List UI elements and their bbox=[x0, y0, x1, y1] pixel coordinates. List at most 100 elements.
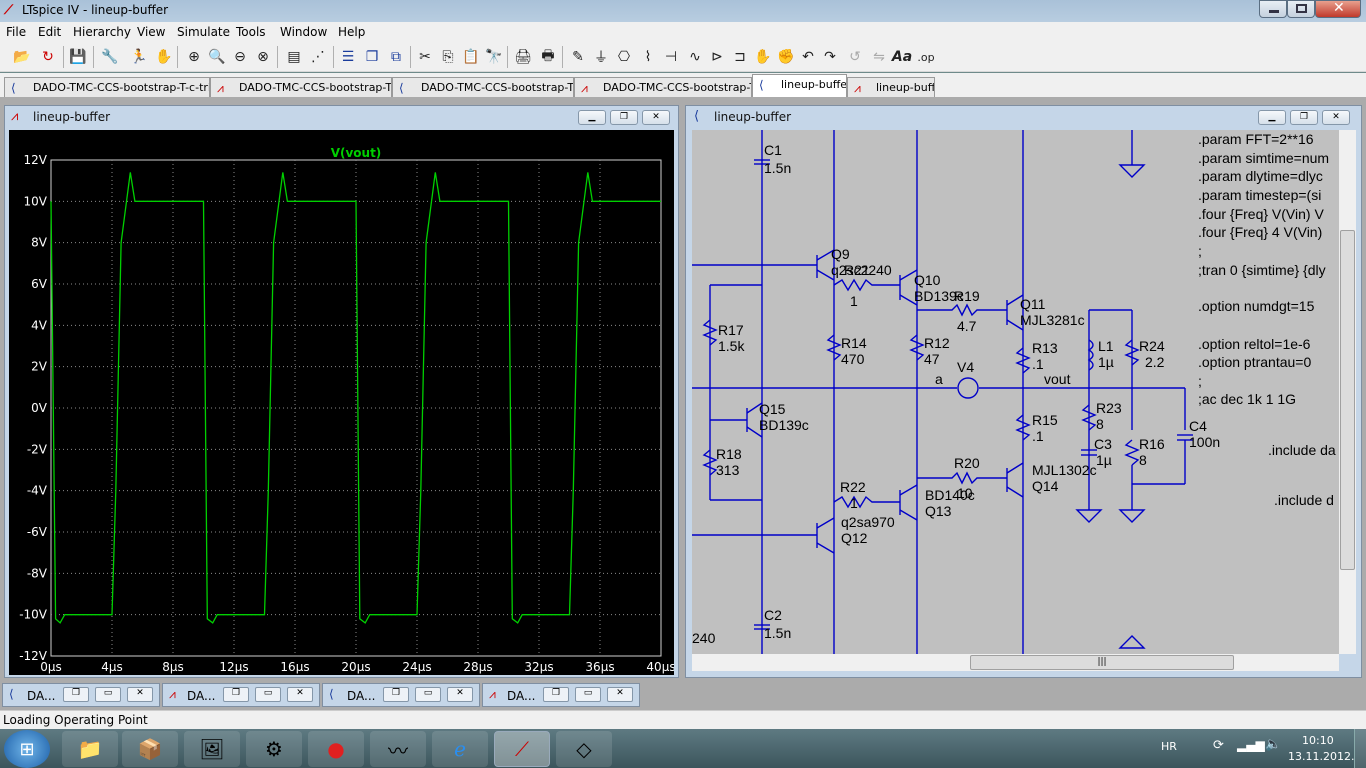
clock-time[interactable]: 10:10 bbox=[1302, 734, 1334, 747]
sync-icon[interactable]: ⟳ bbox=[1213, 738, 1224, 753]
pan-icon[interactable]: 🔍 bbox=[208, 49, 226, 65]
run-icon[interactable]: ↻ bbox=[42, 49, 54, 65]
app-taskbar-icon-4[interactable]: ⚙ bbox=[246, 731, 302, 767]
tab-lineup-buffer-waveform[interactable]: ⩘lineup-buffer bbox=[847, 77, 935, 97]
network-icon[interactable]: ▂▄▆ bbox=[1237, 738, 1265, 752]
close-icon[interactable]: ✕ bbox=[607, 687, 633, 702]
close-icon[interactable]: ✕ bbox=[287, 687, 313, 702]
restore-icon[interactable]: ❐ bbox=[223, 687, 249, 702]
inductor-icon[interactable]: ∿ bbox=[689, 49, 701, 65]
schematic-canvas[interactable]: C1 1.5n Q9 q2sc2240 R21 1 Q10 BD139c R19… bbox=[692, 130, 1339, 654]
menu-file[interactable]: File bbox=[6, 25, 27, 39]
open-icon[interactable]: 📂 bbox=[13, 49, 31, 65]
maximize-icon[interactable]: ▭ bbox=[575, 687, 601, 702]
maximize-button[interactable] bbox=[1287, 0, 1315, 18]
halt-icon[interactable]: ✋ bbox=[155, 49, 173, 65]
ltspice-taskbar-icon[interactable]: ⟋ bbox=[494, 731, 550, 767]
language-indicator[interactable]: HR bbox=[1161, 740, 1177, 753]
mirror-icon[interactable]: ⇋ bbox=[873, 49, 885, 65]
tab-dado-d-waveform[interactable]: ⩘DADO-TMC-CCS-bootstrap-T-d bbox=[210, 77, 392, 97]
menu-tools[interactable]: Tools bbox=[236, 25, 266, 39]
minimized-window-4[interactable]: ⩘ DA... ❐ ▭ ✕ bbox=[482, 683, 640, 707]
close-icon[interactable]: ✕ bbox=[447, 687, 473, 702]
paste-icon[interactable]: 📋 bbox=[462, 49, 480, 65]
scroll-thumb[interactable]: ||| bbox=[970, 655, 1234, 670]
app-taskbar-icon-9[interactable]: ◇ bbox=[556, 731, 612, 767]
plot-restore-button[interactable]: ❐ bbox=[610, 110, 638, 125]
minimized-window-3[interactable]: ⟨ DA... ❐ ▭ ✕ bbox=[322, 683, 480, 707]
save-icon[interactable]: 💾 bbox=[69, 49, 87, 65]
plot-minimize-button[interactable]: ▁ bbox=[578, 110, 606, 125]
schematic-restore-button[interactable]: ❐ bbox=[1290, 110, 1318, 125]
volume-icon[interactable]: 🔈 bbox=[1265, 737, 1282, 752]
menu-view[interactable]: View bbox=[137, 25, 166, 39]
menu-hierarchy[interactable]: Hierarchy bbox=[73, 25, 132, 39]
vertical-scrollbar[interactable] bbox=[1339, 130, 1356, 654]
close-all-icon[interactable]: ⧉ bbox=[391, 49, 401, 65]
run-simulation-icon[interactable]: 🏃 bbox=[130, 49, 148, 65]
redo-icon[interactable]: ↷ bbox=[824, 49, 836, 65]
menu-simulate[interactable]: Simulate bbox=[177, 25, 231, 39]
app-taskbar-icon-3[interactable]: 🖼 bbox=[184, 731, 240, 767]
maximize-icon[interactable]: ▭ bbox=[255, 687, 281, 702]
control-panel-icon[interactable]: 🔧 bbox=[101, 49, 119, 65]
move-icon[interactable]: ✋ bbox=[754, 49, 772, 65]
ground-icon[interactable]: ⏚ bbox=[594, 50, 608, 66]
tab-lineup-buffer-schematic[interactable]: ⟨lineup-buffer bbox=[752, 74, 847, 97]
minimize-button[interactable] bbox=[1259, 0, 1287, 18]
maximize-icon[interactable]: ▭ bbox=[95, 687, 121, 702]
zoom-fit-icon[interactable]: ⊗ bbox=[257, 49, 269, 65]
maximize-icon[interactable]: ▭ bbox=[415, 687, 441, 702]
scroll-thumb[interactable] bbox=[1340, 230, 1355, 570]
restore-icon[interactable]: ❐ bbox=[63, 687, 89, 702]
diode-icon[interactable]: ⊳ bbox=[711, 49, 723, 65]
app-taskbar-icon-5[interactable]: ● bbox=[308, 731, 364, 767]
tab-dado-triple[interactable]: ⟨DADO-TMC-CCS-bootstrap-T-c-triple bbox=[4, 77, 210, 97]
zoom-in-icon[interactable]: ⊕ bbox=[188, 49, 200, 65]
text-icon[interactable]: Aa bbox=[891, 49, 913, 65]
tab-dado-d-waveform-2[interactable]: ⩘DADO-TMC-CCS-bootstrap-T-d bbox=[574, 77, 752, 97]
autorange-icon[interactable]: ▤ bbox=[287, 49, 301, 65]
restore-icon[interactable]: ❐ bbox=[543, 687, 569, 702]
oscilloscope-taskbar-icon[interactable]: 〰 bbox=[370, 731, 426, 767]
tab-dado-d-schematic[interactable]: ⟨DADO-TMC-CCS-bootstrap-T-d bbox=[392, 77, 574, 97]
capacitor-icon[interactable]: ⊣ bbox=[664, 49, 678, 65]
label-net-icon[interactable]: ⎔ bbox=[617, 49, 631, 65]
minimized-window-2[interactable]: ⩘ DA... ❐ ▭ ✕ bbox=[162, 683, 320, 707]
schematic-close-button[interactable]: ✕ bbox=[1322, 110, 1350, 125]
rotate-icon[interactable]: ↺ bbox=[849, 49, 861, 65]
print-icon[interactable]: 🖶 bbox=[541, 48, 555, 64]
resistor-icon[interactable]: ⌇ bbox=[644, 49, 652, 65]
close-button[interactable]: ✕ bbox=[1315, 0, 1361, 18]
zoom-out-icon[interactable]: ⊖ bbox=[234, 49, 246, 65]
show-desktop-button[interactable] bbox=[1354, 729, 1366, 768]
menu-edit[interactable]: Edit bbox=[38, 25, 62, 39]
schematic-minimize-button[interactable]: ▁ bbox=[1258, 110, 1286, 125]
component-icon[interactable]: ⊐ bbox=[734, 49, 746, 65]
cut-icon[interactable]: ✂ bbox=[419, 49, 431, 65]
undo-icon[interactable]: ↶ bbox=[802, 49, 814, 65]
start-button[interactable]: ⊞ bbox=[4, 730, 50, 768]
horizontal-scrollbar[interactable]: ||| bbox=[692, 654, 1339, 671]
print-preview-icon[interactable]: 🖨 bbox=[514, 49, 532, 65]
fft-icon[interactable]: ⋰ bbox=[311, 49, 325, 65]
tile-horizontal-icon[interactable]: ☰ bbox=[341, 49, 355, 65]
restore-icon[interactable]: ❐ bbox=[383, 687, 409, 702]
wire-icon[interactable]: ✎ bbox=[572, 49, 584, 65]
drag-icon[interactable]: ✊ bbox=[777, 49, 795, 65]
spice-directive-icon[interactable]: .op bbox=[917, 50, 935, 64]
menu-window[interactable]: Window bbox=[280, 25, 328, 39]
app-taskbar-icon-2[interactable]: 📦 bbox=[122, 731, 178, 767]
explorer-taskbar-icon[interactable]: 📁 bbox=[62, 731, 118, 767]
find-icon[interactable]: 🔭 bbox=[485, 49, 503, 65]
minimized-window-1[interactable]: ⟨ DA... ❐ ▭ ✕ bbox=[2, 683, 160, 707]
cascade-icon[interactable]: ❐ bbox=[365, 49, 379, 65]
copy-icon[interactable]: ⎘ bbox=[442, 49, 454, 65]
plot-close-button[interactable]: ✕ bbox=[642, 110, 670, 125]
browser-taskbar-icon[interactable]: ℯ bbox=[432, 731, 488, 767]
menu-help[interactable]: Help bbox=[338, 25, 366, 39]
clock-date[interactable]: 13.11.2012. bbox=[1288, 750, 1355, 763]
close-icon[interactable]: ✕ bbox=[127, 687, 153, 702]
